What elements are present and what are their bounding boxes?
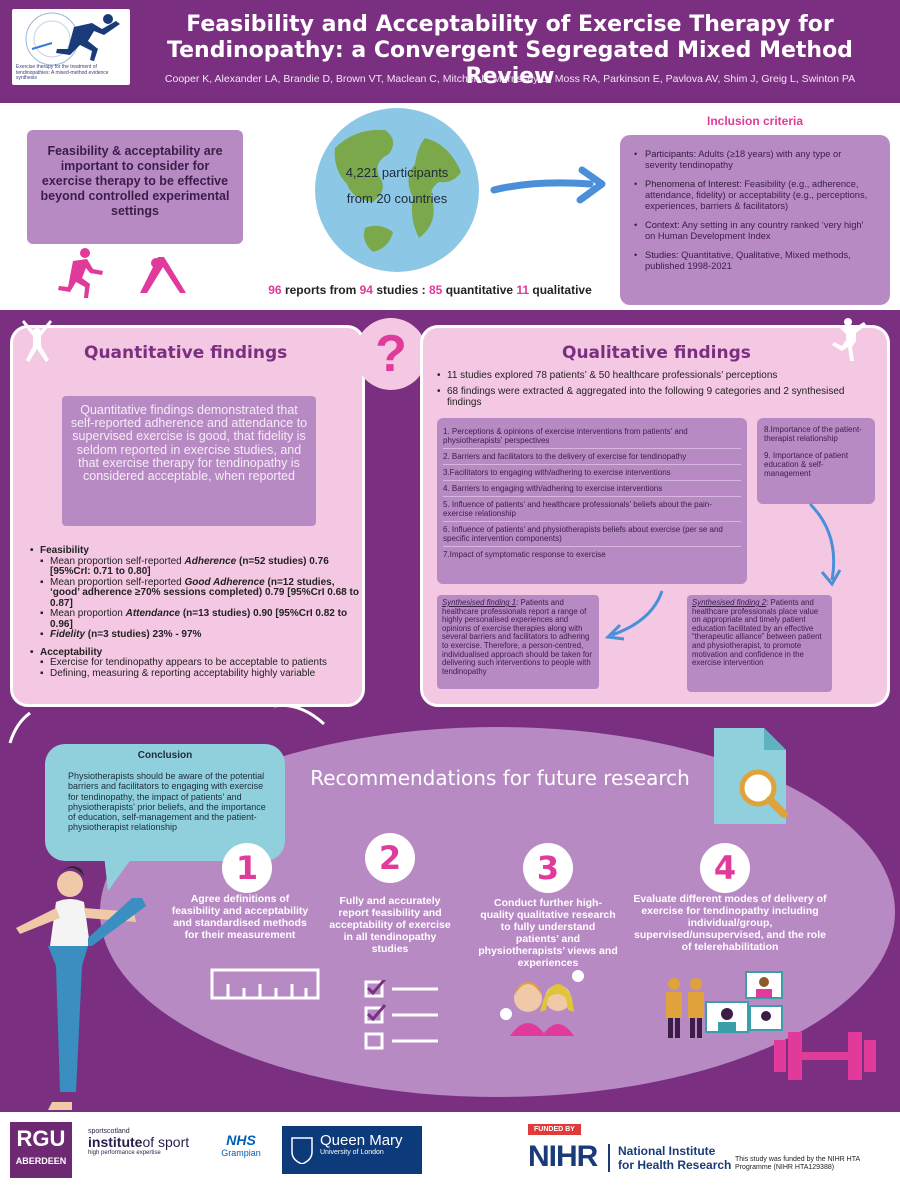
yoga-woman-icon [16, 866, 146, 1110]
dumbbell-icon [774, 1032, 876, 1080]
globe-icon [315, 108, 479, 272]
reports-summary: 96 reports from 94 studies : 85 quantita… [268, 283, 592, 297]
criterion-phenomena: Phenomena of Interest: Feasibility (e.g.… [634, 179, 874, 212]
adherence-item: Mean proportion self-reported Adherence … [40, 556, 360, 578]
inclusion-criteria-box: Participants: Adults (≥18 years) with an… [620, 135, 890, 305]
ruler-icon [210, 968, 320, 1000]
qualitative-title: Qualitative findings [562, 343, 751, 363]
category-1: 1. Perceptions & opinions of exercise in… [443, 424, 741, 449]
category-9: 9. Importance of patient education & sel… [764, 451, 849, 478]
nihr-name: National Institute for Health Research [608, 1144, 731, 1172]
attendance-item: Mean proportion Attendance (n=13 studies… [40, 608, 360, 630]
reco-text-1: Agree definitions of feasibility and acc… [171, 893, 309, 941]
arrow-to-finding-2-icon [808, 502, 842, 587]
rgu-logo: RGU ABERDEEN [10, 1122, 72, 1178]
author-list: Cooper K, Alexander LA, Brandie D, Brown… [164, 73, 856, 85]
reco-number-3: 3 [523, 843, 573, 893]
qualitative-bullets: 11 studies explored 78 patients’ & 50 he… [437, 370, 857, 413]
acceptability-item-1: Exercise for tendinopathy appears to be … [40, 657, 360, 669]
categories-box-right: 8.Importance of the patient-therapist re… [757, 418, 875, 504]
quantitative-summary: Quantitative findings demonstrated that … [62, 396, 316, 526]
category-3: 3.Facilitators to engaging with/adhering… [443, 465, 741, 481]
participants-count: 4,221 participants [345, 165, 449, 180]
intro-statement: Feasibility & acceptability are importan… [27, 130, 243, 244]
checklist-icon [364, 980, 438, 1050]
funded-by-label: FUNDED BY [528, 1124, 581, 1135]
right-arrow-icon [490, 166, 606, 204]
motion-lines-right-icon [273, 703, 326, 726]
conclusion-title: Conclusion [137, 750, 193, 761]
queen-mary-logo: Queen Mary University of London [282, 1126, 422, 1174]
acceptability-item-2: Defining, measuring & reporting acceptab… [40, 668, 360, 680]
reco-number-2: 2 [365, 833, 415, 883]
feasibility-heading: Feasibility [30, 545, 360, 557]
good-adherence-item: Mean proportion self-reported Good Adher… [40, 577, 360, 610]
inclusion-criteria-title: Inclusion criteria [706, 114, 804, 128]
document-search-icon [714, 728, 788, 824]
runner-logo-icon [25, 12, 120, 66]
qual-bullet-2: 68 findings were extracted & aggregated … [437, 386, 857, 409]
category-8: 8.Importance of the patient-therapist re… [764, 425, 862, 443]
arrow-to-finding-1-icon [604, 590, 664, 641]
criterion-participants: Participants: Adults (≥18 years) with an… [634, 149, 874, 171]
nhs-logo: NHS Grampian [221, 1132, 261, 1158]
category-2: 2. Barriers and facilitators to the deli… [443, 449, 741, 465]
recommendations-title: Recommendations for future research [310, 766, 690, 790]
conclusion-text: Physiotherapists should be aware of the … [68, 771, 266, 833]
question-mark-icon: ? [355, 318, 427, 390]
acceptability-heading: Acceptability [30, 647, 360, 659]
category-6: 6. Influence of patients’ and physiother… [443, 522, 741, 547]
nihr-logo: NIHR [528, 1140, 598, 1173]
countries-count: from 20 countries [346, 191, 448, 206]
bubble-tail-icon [104, 855, 134, 891]
synthesised-finding-1: Synthesised finding 1: Patients and heal… [437, 595, 599, 689]
header-band [0, 0, 900, 103]
synthesised-finding-2: Synthesised finding 2: Patients and heal… [687, 595, 832, 692]
conclusion-bubble [45, 744, 285, 861]
funding-note: This study was funded by the NIHR HTA Pr… [735, 1156, 860, 1171]
reco-text-3: Conduct further high-quality qualitative… [478, 897, 618, 969]
reco-number-1: 1 [222, 843, 272, 893]
fidelity-item: Fidelity (n=3 studies) 23% - 97% [40, 629, 360, 641]
telerehabilitation-icon [666, 971, 783, 1038]
quantitative-title: Quantitative findings [84, 343, 288, 363]
project-logo: Exercise therapy for the treatment of te… [12, 9, 130, 85]
globe-stats: 4,221 participants from 20 countries [315, 160, 479, 212]
logo-caption: Exercise therapy for the treatment of te… [16, 63, 109, 82]
poster-title: Feasibility and Acceptability of Exercis… [167, 12, 853, 89]
crest-icon [291, 1137, 313, 1164]
category-4: 4. Barriers to engaging with/adhering to… [443, 481, 741, 497]
reco-text-2: Fully and accurately report feasibility … [329, 895, 451, 955]
category-5: 5. Influence of patients’ and healthcare… [443, 497, 741, 522]
kicking-figure-icon [832, 318, 866, 361]
stretching-figure-icon [22, 320, 52, 362]
people-talking-icon [500, 970, 584, 1036]
quantitative-details: Feasibility Mean proportion self-reporte… [30, 545, 360, 680]
exercise-figures-icon [58, 248, 186, 298]
footer-band [0, 1112, 900, 1188]
sportscotland-logo: sportscotland instituteof sport high per… [88, 1128, 190, 1156]
criterion-studies: Studies: Quantitative, Qualitative, Mixe… [634, 250, 874, 272]
categories-box: 1. Perceptions & opinions of exercise in… [437, 418, 747, 584]
reco-text-4: Evaluate different modes of delivery of … [633, 893, 827, 953]
motion-lines-icon [8, 711, 31, 744]
reco-number-4: 4 [700, 843, 750, 893]
criterion-context: Context: Any setting in any country rank… [634, 220, 874, 242]
category-7: 7.Impact of symptomatic response to exer… [443, 550, 606, 559]
qual-bullet-1: 11 studies explored 78 patients’ & 50 he… [437, 370, 857, 382]
